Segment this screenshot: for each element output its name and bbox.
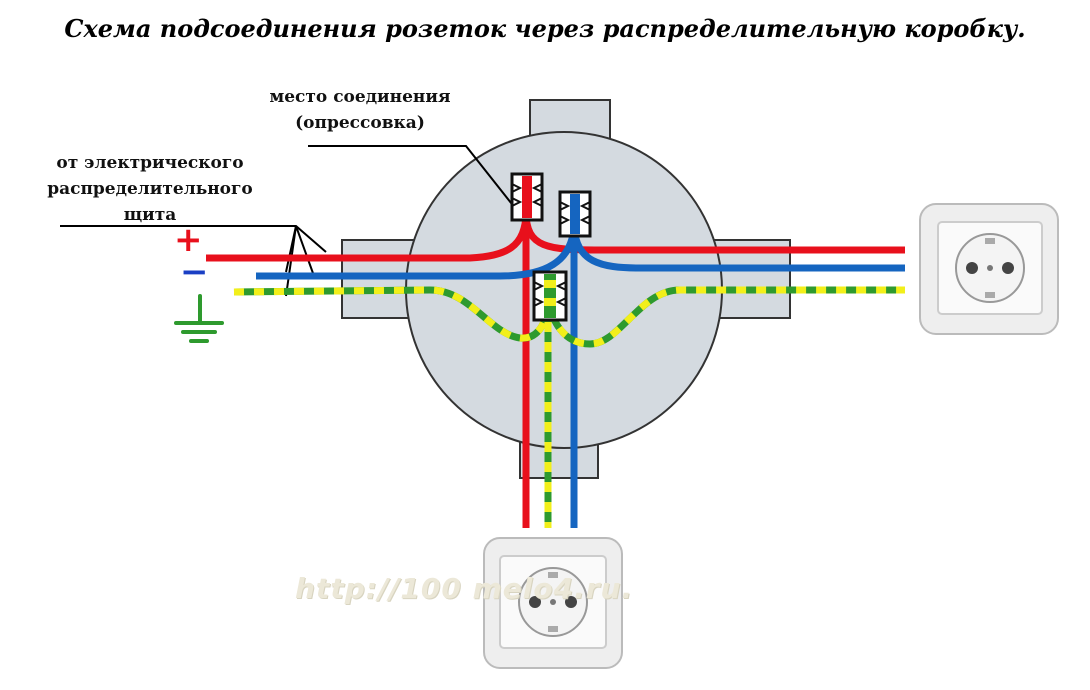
junction-label: место соединения (опрессовка) [240, 84, 480, 136]
neutral-wire [256, 225, 905, 528]
source-pointer-line [60, 225, 327, 253]
connector-icon [558, 190, 592, 238]
junction-pointer-line [308, 145, 516, 209]
connector-icon [532, 270, 568, 322]
watermark: http://100 melo4.ru. [295, 572, 634, 605]
minus-sign: − [180, 252, 209, 292]
junction-label-line2: (опрессовка) [295, 113, 425, 133]
source-label-line3: щита [123, 205, 177, 225]
phase-wire [206, 211, 905, 528]
connector-icon [510, 172, 544, 222]
junction-label-line1: место соединения [269, 87, 451, 107]
source-label-line2: распределительного [47, 179, 253, 199]
source-label-line1: от электрического [56, 153, 244, 173]
diagram-title: Схема подсоединения розеток через распре… [64, 14, 1026, 43]
source-label: от электрического распределительного щит… [10, 150, 290, 228]
socket-icon [919, 203, 1059, 335]
ground-symbol-icon [174, 294, 224, 343]
source-pointer-line-b [295, 225, 315, 277]
socket-icon [483, 537, 623, 669]
